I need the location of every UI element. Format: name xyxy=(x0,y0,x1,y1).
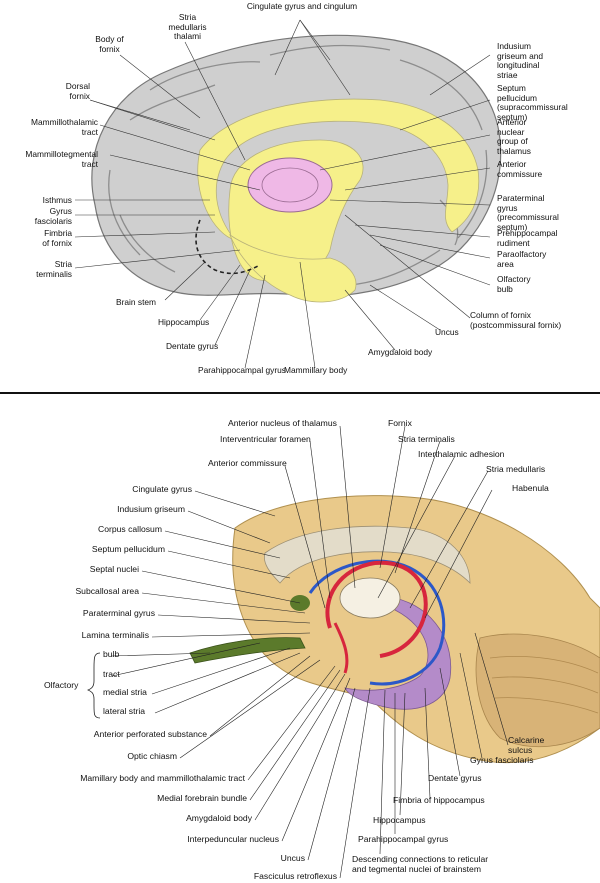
bottom-label-lamina: Lamina terminalis xyxy=(81,630,149,640)
top-label-isthmus: Isthmus xyxy=(42,195,72,205)
bottom-cingulate xyxy=(263,525,471,584)
bottom-brain-illustration xyxy=(87,425,600,879)
bottom-label-calcarine: Calcarine sulcus xyxy=(508,735,545,755)
top-label-septum: Septum pellucidum (supracommissural sept… xyxy=(497,83,568,122)
top-label-anterior-nuclear: Anterior nuclear group of thalamus xyxy=(497,117,531,156)
bottom-label-anterior-commissure: Anterior commissure xyxy=(208,458,287,468)
bottom-label-optic-chiasm: Optic chiasm xyxy=(127,751,177,761)
top-label-mammillotegmental: Mammillotegmental tract xyxy=(25,149,98,169)
bottom-label-bulb: bulb xyxy=(103,649,120,659)
bottom-leader-lines xyxy=(111,425,509,879)
top-label-dorsal-fornix: Dorsal fornix xyxy=(65,81,90,101)
bottom-label-fimbria: Fimbria of hippocampus xyxy=(393,795,485,805)
top-label-cingulate: Cingulate gyrus and cingulum xyxy=(246,1,358,11)
bottom-olfactory xyxy=(189,637,306,664)
bottom-label-dentate: Dentate gyrus xyxy=(428,773,482,783)
bottom-label-medial-stria: medial stria xyxy=(103,687,147,697)
bottom-label-amygdaloid: Amygdaloid body xyxy=(186,813,252,823)
top-leader-lines xyxy=(74,19,491,369)
top-thalamus xyxy=(247,157,333,213)
bottom-hippocampus xyxy=(344,597,452,710)
top-label-mammillary: Mammillary body xyxy=(284,365,348,375)
top-label-fimbria: Fimbria of fornix xyxy=(42,228,72,248)
bottom-fornix xyxy=(325,560,428,658)
bottom-cerebellum xyxy=(475,633,600,748)
top-label-paraolfactory: Paraolfactory area xyxy=(497,249,547,269)
top-label-indusium: Indusium griseum and longitudinal striae xyxy=(497,41,544,80)
top-label-amygdaloid: Amygdaloid body xyxy=(368,347,433,357)
top-label-column-fornix: Column of fornix (postcommissural fornix… xyxy=(470,310,562,330)
bottom-label-fornix: Fornix xyxy=(388,418,412,428)
bottom-label-interthalamic: Interthalamic adhesion xyxy=(418,449,505,459)
top-label-gyrus-fasciolaris: Gyrus fasciolaris xyxy=(34,206,72,226)
bottom-label-paraterminal: Paraterminal gyrus xyxy=(82,608,155,618)
bottom-label-olfactory: Olfactory xyxy=(44,680,79,690)
bottom-folia xyxy=(489,656,599,714)
bottom-label-habenula: Habenula xyxy=(512,483,549,493)
top-label-brain-stem: Brain stem xyxy=(116,297,157,307)
bottom-label-interventricular: Interventricular foramen xyxy=(220,434,311,444)
bottom-label-corpus-callosum: Corpus callosum xyxy=(98,524,162,534)
top-label-olfactory-bulb: Olfactory bulb xyxy=(497,274,531,294)
top-hippocampal-region xyxy=(229,233,357,303)
bottom-label-fasciculus: Fasciculus retroflexus xyxy=(253,871,337,881)
bottom-label-anterior-nucleus: Anterior nucleus of thalamus xyxy=(228,418,337,428)
bottom-label-lateral-stria: lateral stria xyxy=(103,706,146,716)
top-label-stria-medullaris: Stria medullaris thalami xyxy=(168,12,207,41)
top-label-prehippocampal: Prehippocampal rudiment xyxy=(497,228,558,248)
bottom-label-cingulate: Cingulate gyrus xyxy=(132,484,192,494)
bottom-thalamus xyxy=(339,577,401,619)
top-label-parahippocampal: Parahippocampal gyrus xyxy=(198,365,286,375)
bottom-label-descending: Descending connections to reticular and … xyxy=(352,854,489,874)
bottom-label-subcallosal: Subcallosal area xyxy=(75,586,139,596)
bottom-label-anterior-perforated: Anterior perforated substance xyxy=(93,729,207,739)
top-label-hippocampus: Hippocampus xyxy=(158,317,210,327)
bottom-label-septum: Septum pellucidum xyxy=(91,544,165,554)
bottom-label-tract: tract xyxy=(103,669,120,679)
top-label-stria-terminalis: Stria terminalis xyxy=(36,259,72,279)
top-diagram-panel: Cingulate gyrus and cingulum Stria medul… xyxy=(0,0,600,388)
olfactory-brace xyxy=(87,652,101,719)
top-label-dentate: Dentate gyrus xyxy=(166,341,219,351)
top-label-uncus: Uncus xyxy=(435,327,459,337)
top-label-body-fornix: Body of fornix xyxy=(95,34,124,54)
bottom-label-septal-nuclei: Septal nuclei xyxy=(89,564,139,574)
bottom-label-gyrus-fasciolaris: Gyrus fasciolaris xyxy=(470,755,534,765)
top-brain-illustration xyxy=(74,19,502,369)
panel-divider xyxy=(0,392,600,394)
top-brainstem-dash xyxy=(195,219,261,275)
top-label-mammillothalamic: Mammillothalamic tract xyxy=(30,117,98,137)
top-cingulate-band xyxy=(197,98,480,241)
bottom-label-indusium: Indusium griseum xyxy=(117,504,185,514)
bottom-stria-terminalis xyxy=(308,559,446,686)
bottom-diagram-panel: Anterior nucleus of thalamus Fornix Inte… xyxy=(0,398,600,883)
top-label-anterior-commissure: Anterior commissure xyxy=(497,159,543,179)
bottom-label-parahippocampal: Parahippocampal gyrus xyxy=(358,834,449,844)
bottom-label-stria-terminalis: Stria terminalis xyxy=(398,434,455,444)
bottom-label-uncus: Uncus xyxy=(280,853,305,863)
top-label-paraterminal: Paraterminal gyrus (precommissural septu… xyxy=(497,193,559,232)
bottom-label-medial-forebrain: Medial forebrain bundle xyxy=(157,793,247,803)
bottom-label-stria-medullaris: Stria medullaris xyxy=(486,464,546,474)
bottom-label-hippocampus: Hippocampus xyxy=(373,815,426,825)
bottom-label-interpeduncular: Interpeduncular nucleus xyxy=(187,834,279,844)
bottom-label-mamillary-body: Mamillary body and mammillothalamic trac… xyxy=(80,773,245,783)
